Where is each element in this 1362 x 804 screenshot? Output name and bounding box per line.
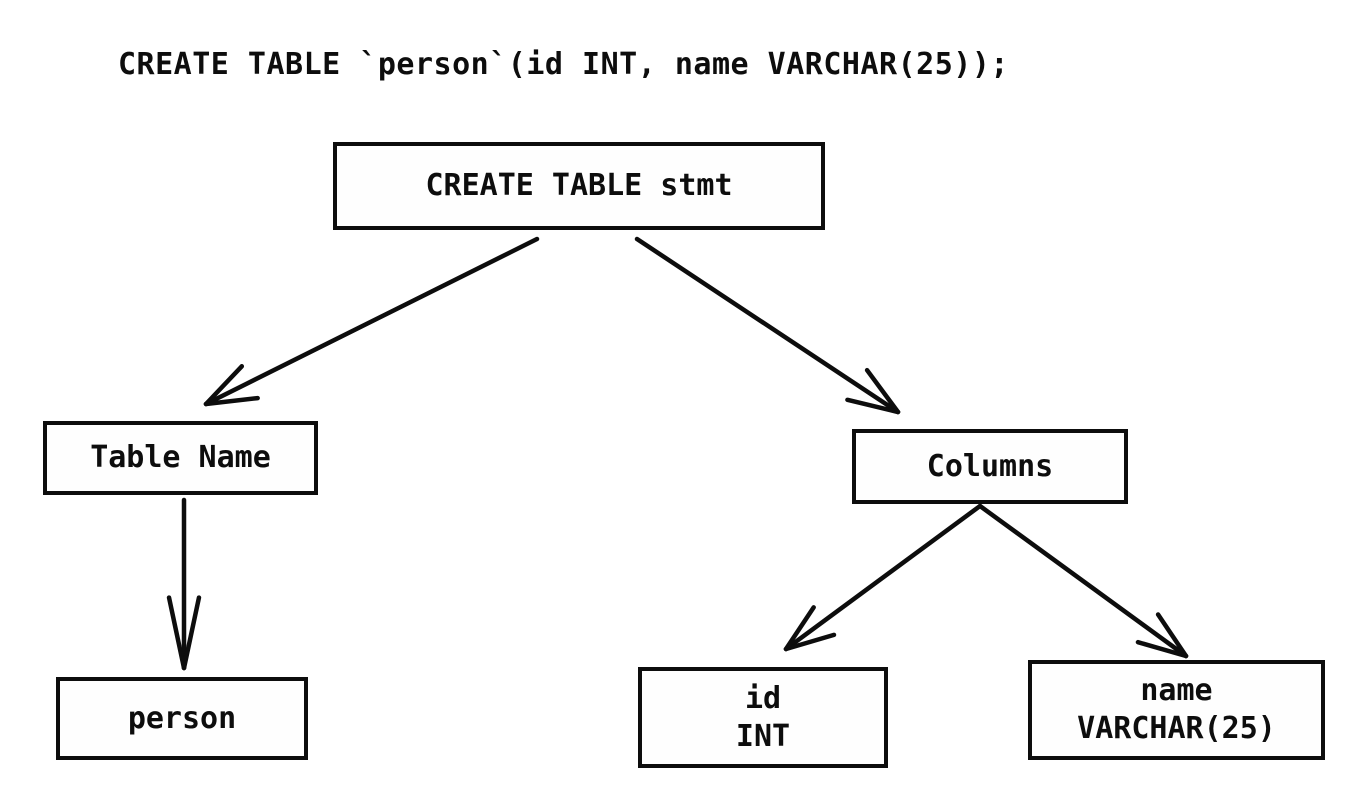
tree-node-label: Table Name — [90, 440, 271, 475]
tree-node-label: INT — [735, 718, 791, 754]
tree-node-label: Columns — [926, 448, 1054, 484]
edge-create-table-stmt-to-table-name-arrowhead — [203, 364, 245, 407]
edge-create-table-stmt-to-columns-arrowhead — [864, 367, 901, 415]
edge-table-name-to-person-arrowhead — [166, 595, 187, 671]
tree-node-label: CREATE TABLE stmt — [425, 168, 733, 203]
edge-columns-to-column-name-arrowhead — [1155, 612, 1189, 659]
tree-node-label: person — [127, 700, 237, 736]
tree-node-person: person — [56, 677, 308, 760]
tree-node-table-name: Table Name — [43, 421, 318, 495]
edge-create-table-stmt-to-table-name — [203, 236, 540, 407]
edge-columns-to-column-id-arrowhead — [783, 632, 837, 652]
tree-node-create-table-stmt: CREATE TABLE stmt — [333, 142, 825, 230]
edge-columns-to-column-id-arrowhead — [783, 605, 816, 652]
edge-create-table-stmt-to-columns-arrowhead — [845, 397, 901, 415]
edge-create-table-stmt-to-table-name-arrowhead — [203, 395, 260, 407]
tree-node-columns: Columns — [852, 429, 1128, 504]
tree-node-label: VARCHAR(25) — [1077, 711, 1276, 746]
edge-columns-to-column-name-arrowhead — [1135, 639, 1189, 659]
edge-columns-to-column-id — [783, 503, 983, 652]
edge-columns-to-column-name — [977, 503, 1189, 659]
edge-table-name-to-person-arrowhead — [181, 595, 202, 671]
tree-node-label: id — [744, 680, 782, 716]
edge-create-table-stmt-to-columns — [634, 236, 901, 415]
sql-statement-text: CREATE TABLE `person`(id INT, name VARCH… — [118, 47, 1009, 82]
tree-node-label: name — [1140, 673, 1213, 708]
